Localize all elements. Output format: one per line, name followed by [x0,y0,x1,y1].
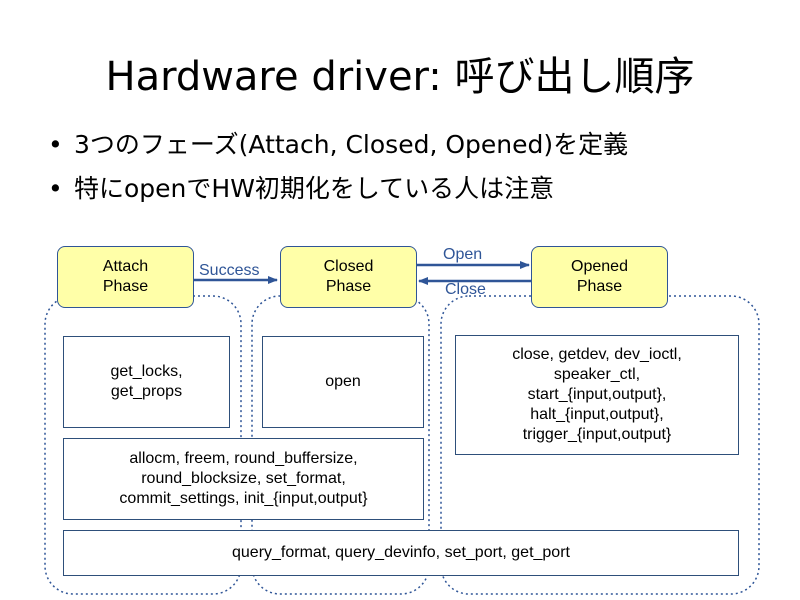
attach-phase-node: Attach Phase [57,246,194,308]
open-label: Open [443,246,483,263]
bullet-item: 特にopenでHW初期化をしている人は注意 [48,172,628,216]
opened-methods-box: close, getdev, dev_ioctl, speaker_ctl, s… [455,335,739,455]
slide-title: Hardware driver: 呼び出し順序 [105,54,695,100]
attach-closed-methods-box: allocm, freem, round_buffersize, round_b… [63,438,424,520]
closed-methods-box: open [262,336,424,428]
success-label: Success [199,262,260,279]
bullet-list: 3つのフェーズ(Attach, Closed, Opened)を定義 特にope… [48,128,628,216]
attach-methods-box: get_locks, get_props [63,336,230,428]
opened-phase-node: Opened Phase [531,246,668,308]
bullet-item: 3つのフェーズ(Attach, Closed, Opened)を定義 [48,128,628,172]
all-phases-methods-box: query_format, query_devinfo, set_port, g… [63,530,739,576]
close-label: Close [445,281,486,298]
closed-phase-node: Closed Phase [280,246,417,308]
